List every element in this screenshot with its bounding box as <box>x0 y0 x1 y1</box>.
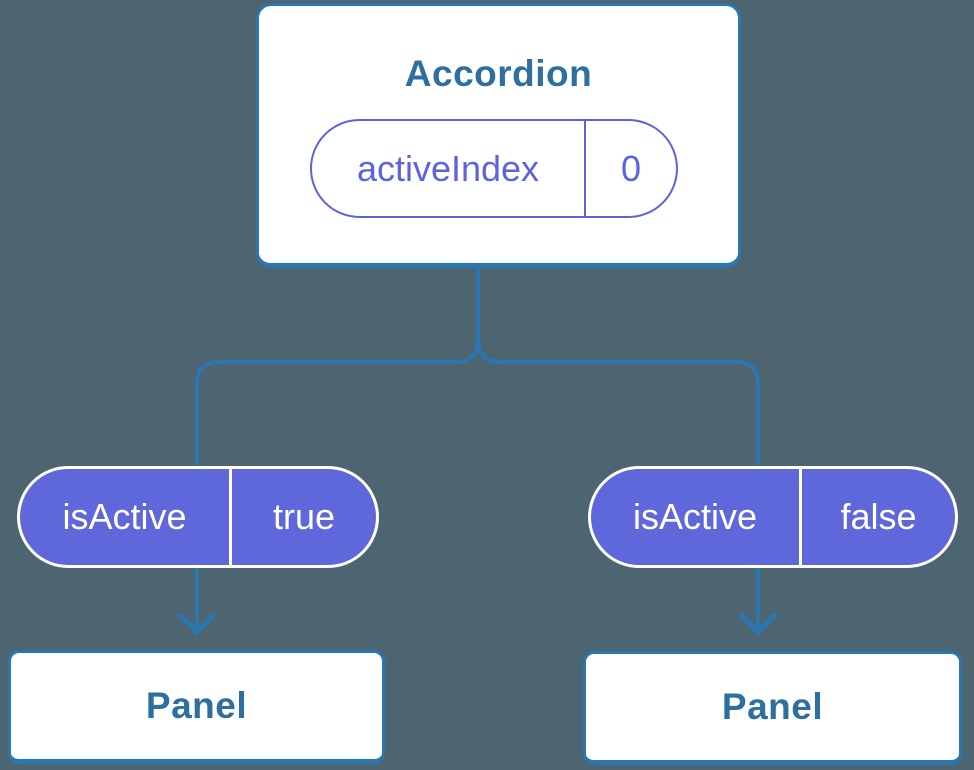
panel-node-right: Panel <box>583 651 962 765</box>
state-pill-activeindex: activeIndex 0 <box>310 119 678 218</box>
prop-pill-isactive-true: isActive true <box>17 466 379 568</box>
state-value-label: 0 <box>620 147 642 189</box>
arrow-down-icon <box>178 613 216 636</box>
panel-node-left: Panel <box>8 650 385 764</box>
prop-key-label: isActive <box>20 469 232 565</box>
connector-right-branch <box>476 266 760 628</box>
arrow-down-icon <box>739 613 777 636</box>
prop-value-label: false <box>840 496 917 537</box>
prop-key-label: isActive <box>591 469 802 565</box>
panel-node-label: Panel <box>145 685 248 726</box>
prop-value-label: true <box>272 496 336 537</box>
panel-node-label: Panel <box>721 686 824 727</box>
connector-left-branch <box>195 266 480 628</box>
state-key-label: activeIndex <box>312 121 586 216</box>
accordion-node-title: Accordion <box>404 53 593 94</box>
prop-pill-isactive-false: isActive false <box>588 466 958 568</box>
